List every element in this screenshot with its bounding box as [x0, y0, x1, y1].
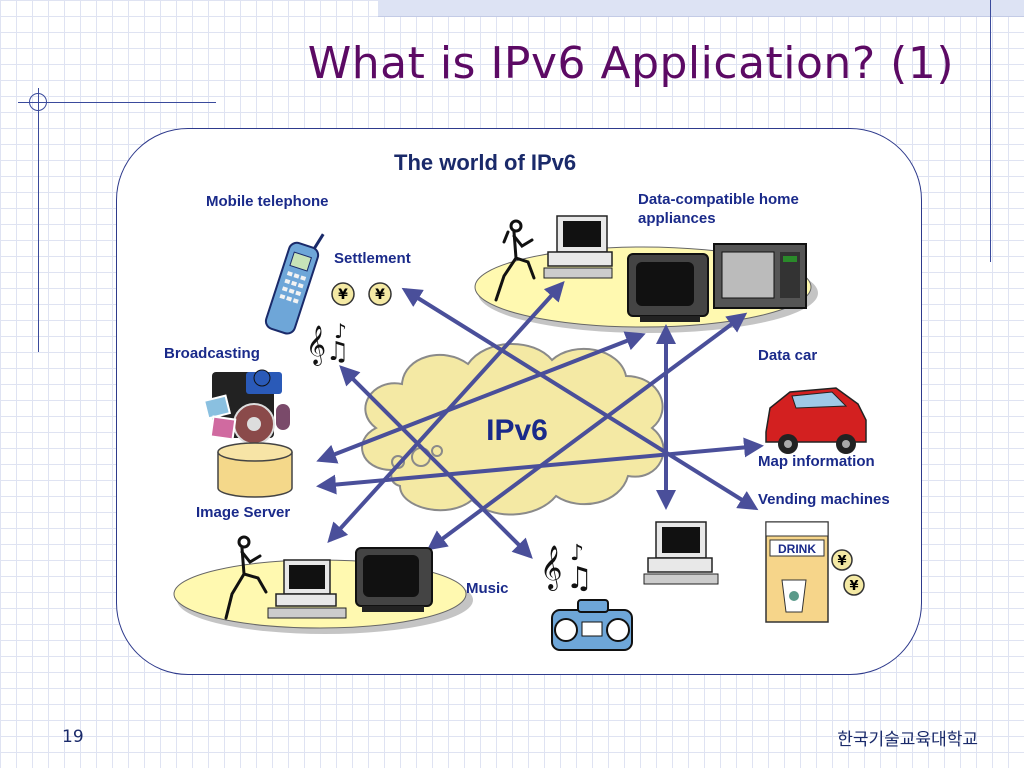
music-notes-icon: 𝄞 ♫ ♪: [540, 541, 593, 596]
yen-coin-icon: ¥: [843, 574, 865, 596]
music-notes-icon: 𝄞 ♫ ♪: [306, 319, 349, 367]
television-icon: [355, 547, 433, 612]
footer-organization: 한국기술교육대학교: [837, 730, 978, 750]
svg-text:♫: ♫: [326, 337, 349, 367]
svg-text:¥: ¥: [849, 579, 858, 594]
computer-icon: [643, 521, 719, 585]
label-mobile-telephone: Mobile telephone: [206, 193, 329, 210]
svg-text:¥: ¥: [837, 554, 846, 569]
decoration-circle: [29, 93, 47, 111]
label-data-appliances-line2: appliances: [638, 210, 716, 227]
broadcasting-icon: [202, 369, 290, 445]
page-number: 19: [62, 727, 84, 747]
radio-cassette-icon: [551, 599, 633, 651]
label-settlement: Settlement: [334, 250, 411, 267]
label-image-server: Image Server: [196, 504, 291, 521]
label-data-car: Data car: [758, 347, 818, 364]
connection-arrows: [316, 281, 764, 559]
label-map-information: Map information: [758, 453, 875, 470]
label-vending-machines: Vending machines: [758, 491, 890, 508]
microwave-icon: [713, 243, 807, 309]
label-music: Music: [466, 580, 509, 597]
svg-text:¥: ¥: [375, 287, 385, 303]
yen-coin-icon: ¥: [331, 282, 355, 306]
svg-text:♪: ♪: [570, 541, 584, 566]
decoration-line-right: [990, 0, 991, 262]
image-server-icon: [217, 442, 293, 498]
diagram-heading: The world of IPv6: [394, 150, 577, 175]
car-icon: [765, 387, 867, 454]
person-icon: [224, 535, 268, 620]
ipv6-center-label: IPv6: [486, 414, 548, 447]
svg-text:¥: ¥: [338, 287, 348, 303]
top-decoration-strip: [378, 0, 1024, 17]
television-icon: [627, 253, 709, 322]
decoration-line-vertical: [38, 88, 39, 352]
svg-text:𝄞: 𝄞: [306, 325, 326, 366]
mobile-phone-icon: [264, 233, 325, 335]
svg-text:♪: ♪: [334, 319, 347, 343]
yen-coin-icon: ¥: [831, 549, 853, 571]
vending-machine-icon: DRINK: [765, 521, 829, 623]
label-data-appliances-line1: Data-compatible home: [638, 191, 799, 208]
person-icon: [494, 219, 536, 302]
svg-text:♫: ♫: [566, 561, 593, 596]
decoration-line-horizontal: [18, 102, 216, 103]
slide-title: What is IPv6 Application? (1): [307, 38, 954, 89]
svg-text:𝄞: 𝄞: [540, 545, 562, 591]
svg-text:DRINK: DRINK: [778, 542, 816, 556]
yen-coin-icon: ¥: [368, 282, 392, 306]
computer-icon: [267, 559, 347, 619]
computer-icon: [543, 215, 613, 279]
label-broadcasting: Broadcasting: [164, 345, 260, 362]
